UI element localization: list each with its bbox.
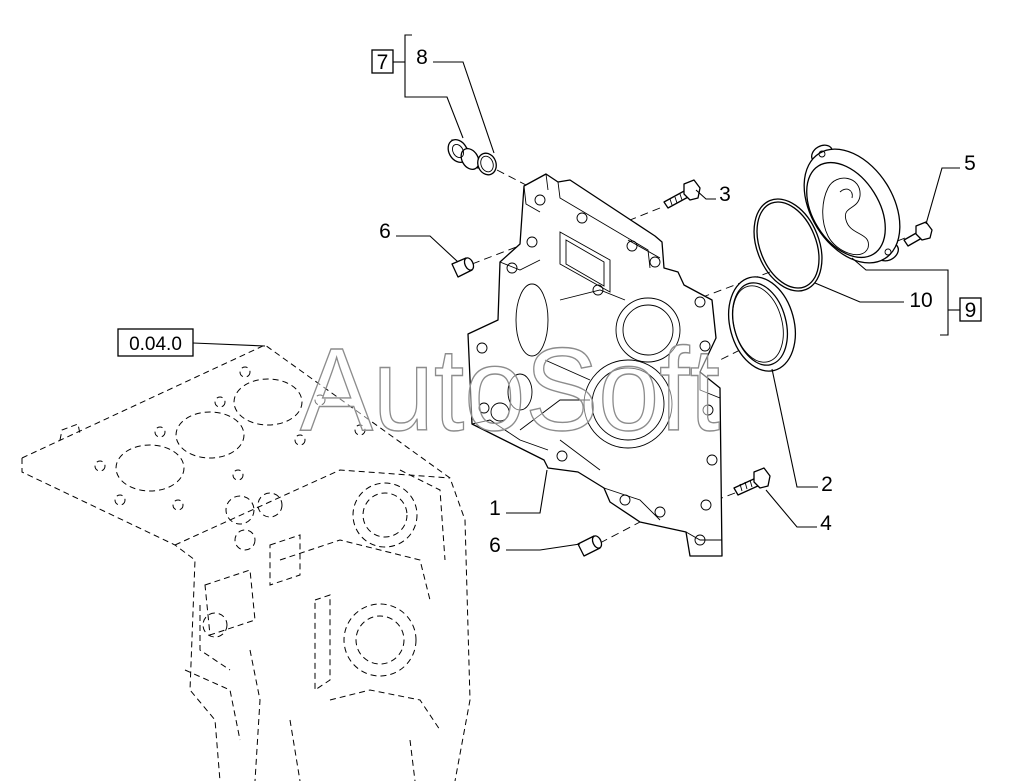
callout-6-label[interactable]: 6: [379, 220, 391, 243]
bracket-leader: [404, 34, 464, 139]
bolt[interactable]: [903, 221, 933, 247]
leader-line: [771, 368, 818, 488]
o-ring[interactable]: [741, 189, 834, 301]
callout-5-label[interactable]: 5: [964, 152, 976, 175]
leader-line: [814, 282, 904, 303]
reference-box[interactable]: [117, 328, 194, 357]
leader-line: [695, 189, 716, 200]
callout-4[interactable]: 4: [765, 489, 832, 535]
callout-5[interactable]: 5: [925, 152, 976, 225]
leader-line: [506, 543, 581, 551]
leader-line: [433, 61, 495, 154]
callout-6-bottom[interactable]: 6: [489, 534, 581, 557]
callout-9-label[interactable]: 9: [965, 299, 977, 322]
plug[interactable]: [444, 136, 482, 172]
callout-10-label[interactable]: 10: [909, 289, 932, 312]
callout-7-8[interactable]: 7 8: [371, 34, 495, 154]
dowel-pin[interactable]: [577, 534, 603, 557]
callout-3-label[interactable]: 3: [719, 183, 731, 206]
callout-2[interactable]: 2: [771, 368, 833, 496]
seal-ring[interactable]: [719, 269, 806, 378]
bracket: [940, 269, 949, 336]
dowel-pin[interactable]: [451, 256, 475, 278]
callout-1[interactable]: 1: [489, 469, 548, 520]
callout-4-label[interactable]: 4: [820, 512, 832, 535]
bolt[interactable]: [663, 179, 701, 209]
callout-6-label[interactable]: 6: [489, 534, 501, 557]
callout-1-label[interactable]: 1: [489, 497, 501, 520]
oil-pump-cover[interactable]: [784, 132, 919, 281]
sealing-washer[interactable]: [475, 151, 499, 178]
leader-line: [925, 167, 960, 225]
callout-8-label[interactable]: 8: [416, 46, 428, 69]
callout-3[interactable]: 3: [695, 183, 731, 206]
leader-line: [506, 469, 548, 514]
leader-line: [765, 489, 817, 528]
leader-line: [192, 342, 266, 347]
callout-box-9[interactable]: [959, 297, 982, 322]
leader-line: [396, 235, 459, 263]
reference-box-label[interactable]: 0.04.0: [129, 334, 182, 355]
callout-9-10[interactable]: 10 9: [814, 257, 982, 336]
reference-callout[interactable]: 0.04.0: [117, 328, 266, 357]
timing-cover[interactable]: [467, 173, 723, 557]
watermark: AutoSoft: [300, 324, 720, 456]
bolt[interactable]: [733, 467, 771, 496]
callout-6-top[interactable]: 6: [379, 220, 459, 263]
callout-2-label[interactable]: 2: [821, 473, 833, 496]
callout-7-label[interactable]: 7: [377, 51, 389, 74]
engine-block-outline: [21, 344, 471, 781]
bracket-leader: [851, 257, 940, 271]
